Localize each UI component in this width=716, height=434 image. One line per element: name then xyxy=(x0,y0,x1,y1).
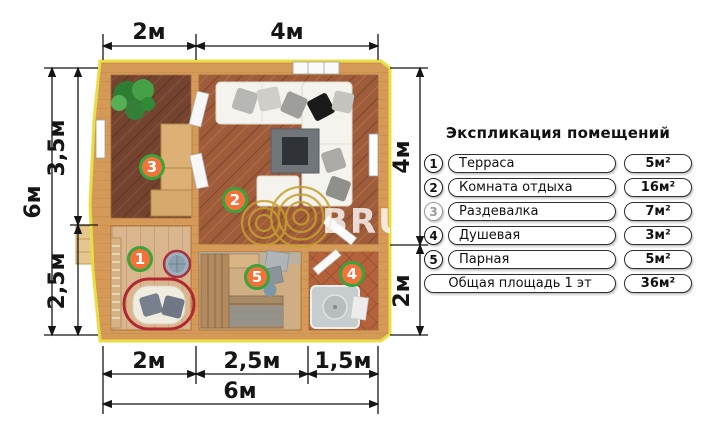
room-badge-2: 2 xyxy=(222,187,248,213)
window-right-icon xyxy=(368,133,379,177)
legend-row-terrace: 1 Терраса 5м² xyxy=(424,154,692,173)
room-badge-3: 3 xyxy=(139,154,165,180)
legend-room-area: 16м² xyxy=(624,178,692,197)
door-leaf-icon xyxy=(312,248,342,276)
sofa-pillows xyxy=(231,86,355,202)
dim-bottom-2: 2,5м xyxy=(224,349,281,374)
legend-total-area: 36м² xyxy=(624,274,692,293)
legend-row-total: Общая площадь 1 эт 36м² xyxy=(424,274,692,293)
wardrobe xyxy=(150,123,193,217)
dim-left-upper: 3,5м xyxy=(45,120,70,177)
dim-right-lower: 2м xyxy=(390,274,415,307)
legend-badge: 4 xyxy=(424,226,443,245)
dim-right-upper: 4м xyxy=(390,140,415,173)
dim-top-left: 2м xyxy=(132,20,165,45)
legend-room-name: Комната отдыха xyxy=(448,178,616,197)
door-leaf-icon xyxy=(188,90,210,128)
legend-row-shower: 4 Душевая 3м² xyxy=(424,226,692,245)
terrace-railing xyxy=(110,237,122,329)
legend-badge: 1 xyxy=(424,154,443,173)
legend-row-steam: 5 Парная 5м² xyxy=(424,250,692,269)
log-rings-logo-icon xyxy=(240,185,333,249)
window-left-icon xyxy=(95,119,106,159)
sauna-benches xyxy=(200,253,284,329)
legend-room-area: 5м² xyxy=(624,154,692,173)
dim-left-total: 6м xyxy=(21,185,46,218)
plant xyxy=(111,79,155,120)
watermark-text: BRU xyxy=(322,202,408,242)
legend-badge: 3 xyxy=(424,202,443,221)
legend-room-name: Парная xyxy=(448,250,616,269)
swing-bench xyxy=(122,277,196,331)
legend-badge: 2 xyxy=(424,178,443,197)
legend-room-name: Душевая xyxy=(448,226,616,245)
water-heater xyxy=(350,295,369,321)
legend-row-rest-room: 2 Комната отдыха 16м² xyxy=(424,178,692,197)
dim-top-right: 4м xyxy=(270,20,303,45)
dim-bottom-3: 1,5м xyxy=(315,349,372,374)
window-top-icon xyxy=(292,61,340,75)
svg-text:3: 3 xyxy=(147,158,157,176)
dim-bottom-total: 6м xyxy=(223,379,256,404)
room-legend: Экспликация помещений 1 Терраса 5м² 2 Ко… xyxy=(424,124,692,298)
room-badge-5: 5 xyxy=(244,264,270,290)
dimension-lines xyxy=(44,34,428,414)
door-leaf-icon xyxy=(189,152,209,190)
legend-total-label: Общая площадь 1 эт xyxy=(424,274,616,293)
room-badge-1: 1 xyxy=(127,246,153,272)
legend-room-name: Раздевалка xyxy=(448,202,616,221)
room-badge-4: 4 xyxy=(339,261,365,287)
svg-text:4: 4 xyxy=(347,265,357,283)
legend-room-name: Терраса xyxy=(448,154,616,173)
svg-text:1: 1 xyxy=(135,250,145,268)
dim-left-lower: 2,5м xyxy=(45,253,70,310)
legend-room-area: 3м² xyxy=(624,226,692,245)
svg-text:5: 5 xyxy=(252,268,262,286)
legend-room-area: 7м² xyxy=(624,202,692,221)
legend-badge: 5 xyxy=(424,250,443,269)
dim-bottom-1: 2м xyxy=(132,349,165,374)
legend-room-area: 5м² xyxy=(624,250,692,269)
round-table xyxy=(162,249,192,279)
legend-row-dressing: 3 Раздевалка 7м² xyxy=(424,202,692,221)
svg-text:2: 2 xyxy=(230,191,240,209)
legend-title: Экспликация помещений xyxy=(445,124,671,142)
coffee-table xyxy=(270,128,320,174)
